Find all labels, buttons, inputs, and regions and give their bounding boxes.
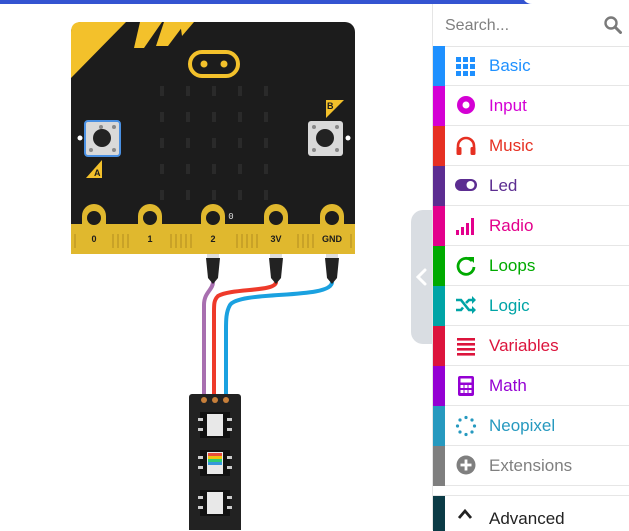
category-label: Loops xyxy=(489,256,536,275)
category-color-bar xyxy=(433,206,445,246)
microbit-logo xyxy=(188,50,240,78)
category-color-bar xyxy=(433,286,445,326)
red-wire xyxy=(212,281,278,398)
list-icon xyxy=(457,338,475,356)
category-color-bar xyxy=(433,46,445,86)
category-label: Basic xyxy=(489,56,531,75)
category-neopixel[interactable]: Neopixel xyxy=(433,406,629,446)
chevron-up-icon xyxy=(457,508,473,519)
category-color-bar xyxy=(433,366,445,406)
headphones-icon xyxy=(456,136,476,155)
grid-icon xyxy=(456,57,475,76)
microbit-simulator[interactable]: A B xyxy=(0,4,432,530)
chevron-left-icon xyxy=(415,268,427,286)
category-music[interactable]: Music xyxy=(433,126,629,166)
neopixel-led-2 xyxy=(198,450,232,476)
wires xyxy=(202,244,339,398)
category-color-bar xyxy=(433,246,445,286)
toggle-icon xyxy=(455,179,477,191)
category-label: Math xyxy=(489,376,527,395)
pin-2[interactable]: 2 xyxy=(201,204,225,244)
neopixel-strip[interactable] xyxy=(189,394,241,530)
pin-1-label: 1 xyxy=(147,234,152,244)
category-color-bar xyxy=(433,496,445,531)
pin-2-value: 0 xyxy=(228,212,233,222)
pin-1[interactable]: 1 xyxy=(138,204,162,244)
category-color-bar xyxy=(433,86,445,126)
shuffle-icon xyxy=(456,296,476,314)
category-label: Advanced xyxy=(489,509,565,528)
category-advanced[interactable]: Advanced xyxy=(433,495,629,531)
category-color-bar xyxy=(433,446,445,486)
category-label: Led xyxy=(489,176,518,195)
category-loops[interactable]: Loops xyxy=(433,246,629,286)
led-matrix xyxy=(160,86,268,200)
pin-2-label: 2 xyxy=(210,234,215,244)
category-input[interactable]: Input xyxy=(433,86,629,126)
purple-wire xyxy=(202,281,215,398)
search-input[interactable] xyxy=(443,12,597,40)
search-icon[interactable] xyxy=(604,16,622,34)
category-color-bar xyxy=(433,406,445,446)
pin-gnd-label: GND xyxy=(322,234,343,244)
button-b-label: B xyxy=(327,101,334,111)
category-radio[interactable]: Radio xyxy=(433,206,629,246)
neopixel-led-3 xyxy=(198,490,232,516)
neopixel-led-1 xyxy=(198,412,232,438)
category-label: Logic xyxy=(489,296,530,315)
category-logic[interactable]: Logic xyxy=(433,286,629,326)
button-b[interactable]: B xyxy=(308,100,344,156)
pin-gnd[interactable]: GND xyxy=(320,204,344,244)
plus-circle-icon xyxy=(456,455,476,475)
category-variables[interactable]: Variables xyxy=(433,326,629,366)
category-label: Extensions xyxy=(489,456,573,475)
category-led[interactable]: Led xyxy=(433,166,629,206)
pin-0[interactable]: 0 xyxy=(82,204,106,244)
category-label: Input xyxy=(489,96,527,115)
pin-3v[interactable]: 3V xyxy=(264,204,288,244)
button-a-label: A xyxy=(94,168,101,178)
toolbox: Basic Input Music Led Radio xyxy=(432,4,629,531)
microbit-board xyxy=(71,22,355,254)
category-label: Neopixel xyxy=(489,416,556,435)
category-color-bar xyxy=(433,166,445,206)
category-color-bar xyxy=(433,326,445,366)
category-extensions[interactable]: Extensions xyxy=(433,446,629,486)
pin-0-label: 0 xyxy=(91,234,96,244)
signal-bars-icon xyxy=(456,218,474,235)
radio-button-icon xyxy=(457,96,475,114)
category-color-bar xyxy=(433,126,445,166)
pin-3v-label: 3V xyxy=(270,234,281,244)
top-header-bar xyxy=(0,0,629,4)
calculator-icon xyxy=(458,376,474,396)
dotted-circle-icon xyxy=(455,415,477,437)
toolbox-search xyxy=(433,4,629,47)
category-label: Music xyxy=(489,136,534,155)
category-label: Variables xyxy=(489,336,559,355)
refresh-icon xyxy=(456,256,476,276)
simulator-panel: A B xyxy=(0,4,433,530)
category-math[interactable]: Math xyxy=(433,366,629,406)
blue-wire xyxy=(224,281,334,398)
category-basic[interactable]: Basic xyxy=(433,46,629,86)
button-a[interactable]: A xyxy=(84,120,121,178)
category-label: Radio xyxy=(489,216,534,235)
collapse-simulator-button[interactable] xyxy=(411,210,433,344)
